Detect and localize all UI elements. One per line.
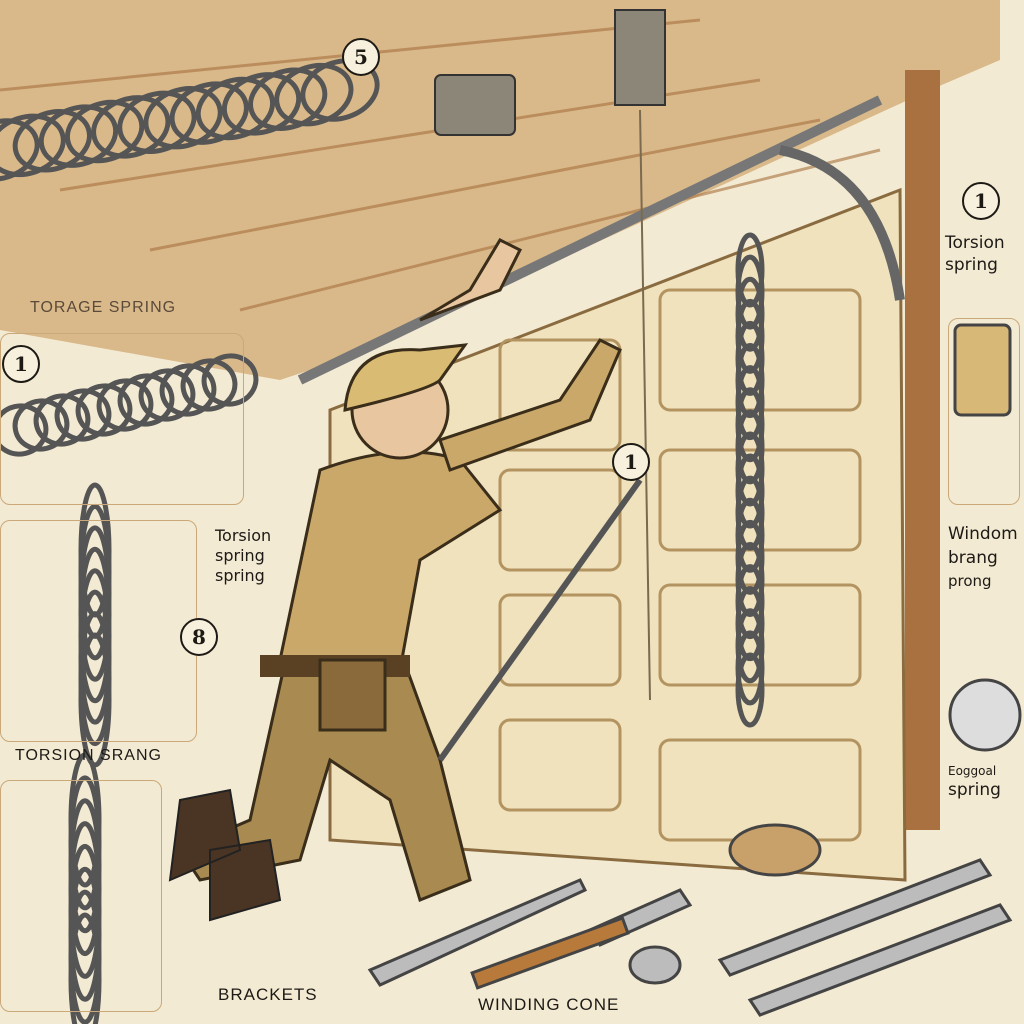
spring-coil: [0, 403, 49, 457]
spring-coil: [735, 630, 765, 706]
coil-stack-2: [68, 752, 102, 1024]
winding-bar: [437, 478, 643, 762]
door-frame: [905, 70, 940, 830]
cable: [639, 109, 651, 701]
spring-coil: [735, 475, 765, 551]
spring-coil: [12, 109, 92, 173]
spring-coil: [180, 358, 238, 412]
spring-coil: [38, 104, 119, 168]
spring-coil: [735, 365, 765, 441]
spring-coil: [248, 67, 328, 131]
spring-coil: [0, 118, 40, 182]
label-torsion-left-1: Torsion: [215, 526, 272, 545]
worker-arm-left: [419, 238, 523, 322]
spring-coil: [169, 81, 249, 145]
label-winding-cone: WINDING CONE: [478, 995, 620, 1014]
tool-pouch: [318, 658, 387, 732]
marker-cable: 1: [612, 443, 650, 481]
spring-coil: [735, 387, 765, 463]
label-torsion-srang: TORSION SRANG: [15, 747, 162, 764]
left-spring-panel: [0, 333, 244, 505]
bracket-wrench: [948, 678, 1022, 752]
left-spring-coils: [0, 353, 259, 457]
spring-coil: [735, 497, 765, 573]
winding-cone: [628, 945, 682, 985]
coil-panel-2: [0, 780, 162, 1012]
worker-arm-up: [438, 338, 622, 472]
spring-coil: [54, 388, 112, 442]
marker-right-spring: 1: [962, 182, 1000, 220]
spring-coil: [735, 254, 765, 330]
ceiling-mount: [614, 9, 666, 106]
long-wrench: [717, 858, 993, 977]
spring-coil: [0, 113, 66, 178]
spring-coil: [735, 541, 765, 617]
label-storage-spring: TORAGE SPRING: [30, 299, 177, 316]
spring-coil: [735, 586, 765, 662]
spring-coil: [117, 90, 197, 154]
spring-coil: [68, 912, 102, 1024]
spring-coil: [735, 276, 765, 352]
label-brackets: BRACKETS: [218, 985, 318, 1004]
spring-coil: [735, 453, 765, 529]
spring-coil: [735, 431, 765, 507]
door-spring-coils: [735, 232, 765, 728]
label-torsion-left-3: spring: [215, 566, 265, 585]
spring-coil: [735, 608, 765, 684]
coil-panel: [0, 520, 197, 742]
coil-stack-1: [78, 482, 112, 768]
marker-top: 5: [342, 38, 380, 76]
spring-coil: [117, 373, 175, 427]
spring-coil: [274, 62, 354, 127]
tools: [367, 323, 1022, 1017]
label-torsion-left-2: spring: [215, 546, 265, 565]
spring-coil: [75, 383, 133, 437]
label-winding-1: Windom: [948, 524, 1018, 544]
spring-coil: [735, 298, 765, 374]
spring-coil: [64, 99, 145, 164]
label-garbled-2: spring: [948, 780, 1001, 800]
spring-coil: [735, 652, 765, 728]
bracket-panel: [953, 323, 1012, 417]
spring-coil: [300, 58, 380, 122]
bracket-ring: [728, 823, 822, 877]
spring-coil: [735, 320, 765, 396]
long-wrench-2: [747, 903, 1013, 1017]
spring-coil: [138, 368, 196, 422]
marker-left-coil: 8: [180, 618, 218, 656]
spring-coil: [735, 519, 765, 595]
spring-coil: [159, 363, 217, 417]
spring-coil: [201, 353, 259, 407]
storage-spring-coils: [0, 58, 380, 182]
label-torsion-spring-right: Torsion spring: [945, 233, 1005, 275]
spring-coil: [12, 398, 70, 452]
worker-cap: [343, 343, 469, 412]
spring-coil: [143, 86, 223, 150]
screwdriver: [470, 916, 630, 990]
rail-curve: [779, 145, 905, 301]
spring-coil: [735, 232, 765, 308]
spring-coil: [91, 95, 171, 159]
spring-coil: [221, 72, 302, 136]
worker: [168, 238, 643, 922]
spring-coil: [735, 409, 765, 485]
wrench-1: [367, 878, 588, 987]
spring-coil: [735, 343, 765, 419]
spring-coil: [96, 378, 154, 432]
boots: [168, 788, 282, 922]
opener-motor: [434, 74, 516, 136]
label-winding-3: prong: [948, 572, 992, 590]
label-winding-2: brang: [948, 548, 998, 568]
bracket-panel-frame: [948, 318, 1020, 505]
spring-coil: [735, 564, 765, 640]
marker-left-spring: 1: [2, 345, 40, 383]
spring-coil: [195, 76, 276, 141]
label-garbled-1: Eoggoal: [948, 764, 997, 778]
spring-coil: [33, 393, 91, 447]
